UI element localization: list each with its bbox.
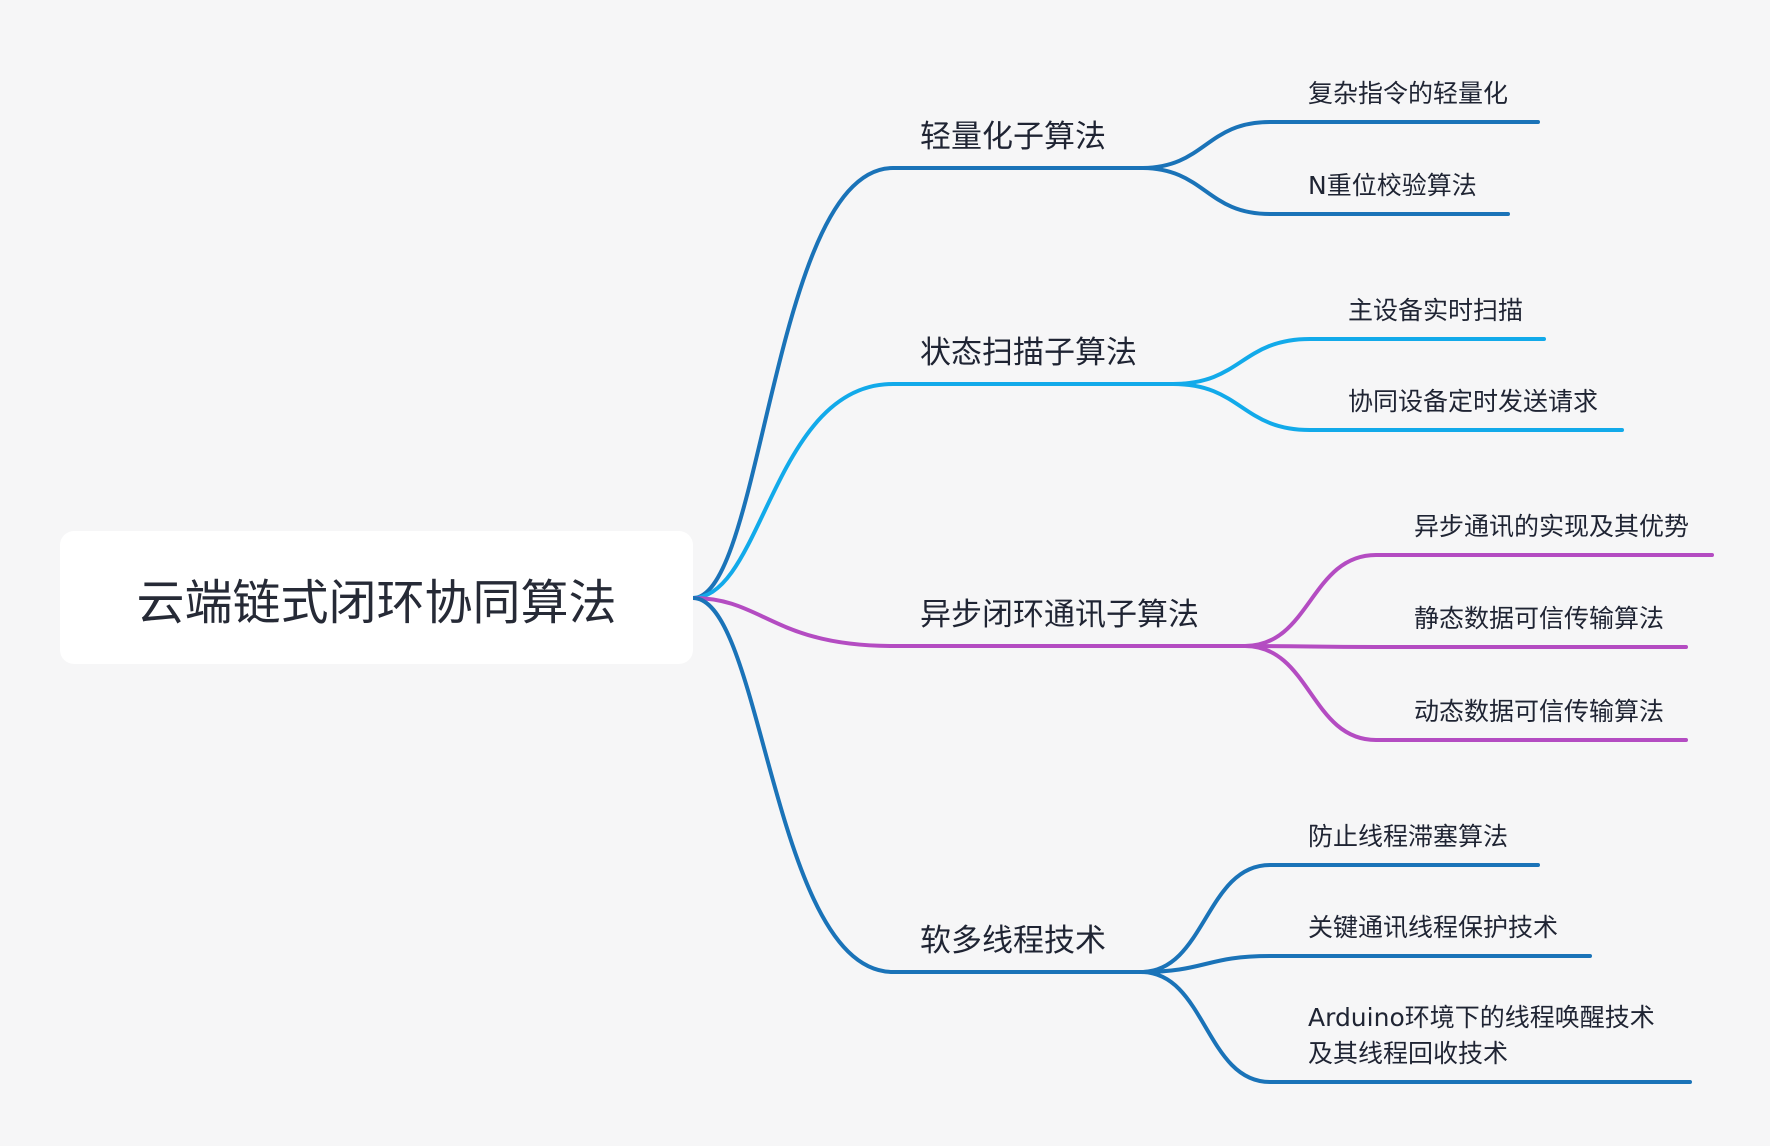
- leaf-label-3-2[interactable]: 静态数据可信传输算法: [1414, 601, 1664, 637]
- leaf-text-line: 协同设备定时发送请求: [1348, 387, 1599, 416]
- branch-label-2[interactable]: 状态扫描子算法: [920, 335, 1137, 371]
- branch-label-3[interactable]: 异步闭环通讯子算法: [920, 597, 1199, 633]
- leaf-link-3-1: [1243, 553, 1714, 648]
- leaf-link-2-2: [1171, 382, 1624, 432]
- root-link-2: [691, 382, 1175, 600]
- leaf-link-1-2: [1139, 166, 1510, 216]
- root-link-3: [691, 596, 1247, 648]
- leaf-text-line: N重位校验算法: [1308, 171, 1477, 200]
- leaf-text-line: 防止线程滞塞算法: [1308, 822, 1509, 851]
- root-node[interactable]: 云端链式闭环协同算法: [60, 531, 693, 664]
- leaf-text-line: 复杂指令的轻量化: [1308, 79, 1509, 108]
- leaf-label-2-2[interactable]: 协同设备定时发送请求: [1348, 384, 1598, 420]
- root-connectors: [691, 166, 1247, 974]
- leaf-label-1-2[interactable]: N重位校验算法: [1308, 168, 1477, 204]
- leaf-text-line: 主设备实时扫描: [1348, 296, 1524, 325]
- leaf-link-3-2: [1243, 644, 1688, 649]
- leaf-label-4-1[interactable]: 防止线程滞塞算法: [1308, 819, 1508, 855]
- leaf-label-4-3[interactable]: Arduino环境下的线程唤醒技术及其线程回收技术: [1308, 1000, 1655, 1072]
- leaf-label-3-3[interactable]: 动态数据可信传输算法: [1414, 694, 1664, 730]
- branch-label-4[interactable]: 软多线程技术: [920, 923, 1106, 959]
- branch-connectors: [1139, 120, 1714, 1084]
- leaf-text-line: Arduino环境下的线程唤醒技术: [1308, 1003, 1655, 1032]
- leaf-label-1-1[interactable]: 复杂指令的轻量化: [1308, 76, 1508, 112]
- leaf-text-line: 异步通讯的实现及其优势: [1414, 512, 1690, 541]
- root-label: 云端链式闭环协同算法: [136, 574, 617, 631]
- leaf-text-line: 静态数据可信传输算法: [1414, 604, 1665, 633]
- leaf-text-line: 关键通讯线程保护技术: [1308, 913, 1559, 942]
- leaf-label-2-1[interactable]: 主设备实时扫描: [1348, 293, 1523, 329]
- leaf-link-2-1: [1171, 337, 1546, 386]
- branch-label-1[interactable]: 轻量化子算法: [920, 119, 1106, 155]
- leaf-link-3-3: [1243, 644, 1688, 742]
- leaf-label-4-2[interactable]: 关键通讯线程保护技术: [1308, 910, 1558, 946]
- leaf-link-4-1: [1139, 863, 1540, 974]
- root-link-4: [691, 596, 1143, 974]
- root-link-1: [691, 166, 1143, 600]
- leaf-text-line: 动态数据可信传输算法: [1414, 697, 1665, 726]
- leaf-link-4-3: [1139, 970, 1692, 1084]
- leaf-link-1-1: [1139, 120, 1540, 170]
- leaf-text-line: 及其线程回收技术: [1308, 1039, 1509, 1068]
- leaf-link-4-2: [1139, 954, 1592, 974]
- leaf-label-3-1[interactable]: 异步通讯的实现及其优势: [1414, 509, 1689, 545]
